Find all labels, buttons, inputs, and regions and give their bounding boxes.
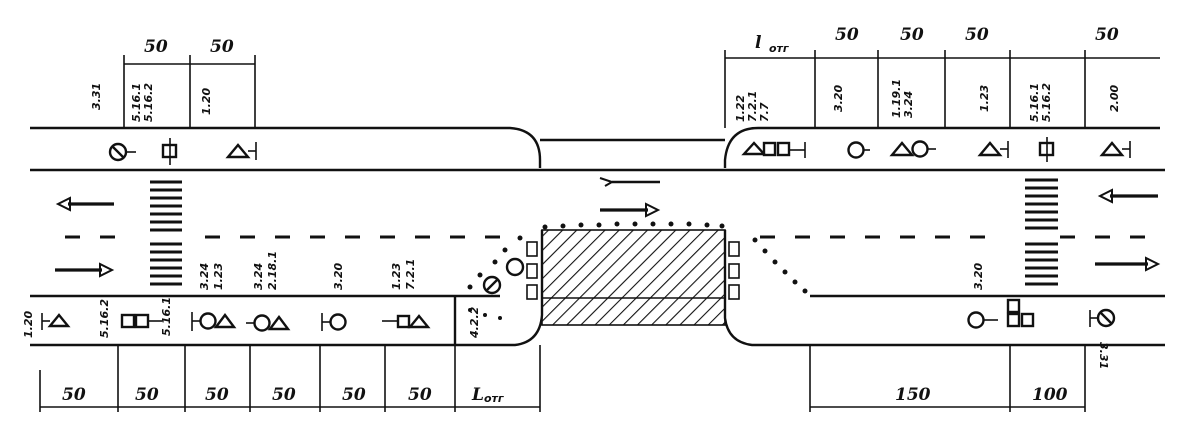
sign-code: 7.2.1 (746, 91, 759, 122)
dim-bottom-4: 50 (272, 385, 296, 405)
traffic-arrows (55, 177, 1161, 278)
bottom-signs (41, 241, 1116, 332)
crosswalk-sign-icon-4 (1006, 298, 1035, 328)
barrier-lights-icon (728, 241, 740, 300)
detour-sign-group-icon (482, 241, 538, 300)
sign-code: 4.2.2 (468, 306, 481, 339)
top-signs (108, 137, 1131, 165)
dim-bottom-L-sub: отг (484, 392, 505, 405)
zebra-crossing-right (1025, 178, 1058, 286)
zebra-crossing-left (150, 180, 182, 286)
dim-bottom-5: 50 (342, 385, 366, 405)
sign-code: 1.23 (212, 263, 225, 290)
crosswalk-sign-icon-2 (1038, 137, 1055, 162)
dim-bottom-6: 50 (408, 385, 432, 405)
speed-limit-sign-icon-2 (321, 313, 347, 331)
arrow-right-icon (55, 262, 115, 278)
dim-bottom-8: 100 (1032, 385, 1068, 405)
road-outline (30, 126, 1165, 347)
bottom-dimension-labels: 50 50 50 50 50 50 L отг 150 100 (62, 385, 1068, 405)
speed-limit-sign-icon (847, 141, 870, 159)
arrow-left-icon (55, 196, 114, 212)
sign-code: 7.2.1 (404, 259, 417, 290)
sign-code: 5.16.1 (160, 297, 173, 336)
sign-code: 3.31 (1097, 342, 1110, 369)
sign-code: 2.00 (1108, 85, 1121, 112)
fencing-dots (467, 221, 808, 320)
sign-code: 5.16.2 (98, 299, 111, 338)
plate-and-warning-sign-icon (382, 314, 431, 329)
warning-triangle-icon-4 (41, 313, 71, 330)
warning-sign-group-icon (741, 141, 806, 158)
bottom-sign-codes: 1.20 5.16.2 5.16.1 3.24 1.23 3.24 2.18.1… (22, 251, 1110, 369)
detour-arrow-icon (599, 177, 660, 187)
sign-code: 5.16.1 (130, 83, 143, 122)
dim-top-l-sub: отг (769, 42, 790, 55)
dim-bottom-2: 50 (135, 385, 159, 405)
warning-triangle-icon-2 (977, 141, 1009, 158)
sign-code: 3.24 (902, 91, 915, 118)
sign-code: 5.16.1 (1028, 83, 1041, 122)
sign-code: 5.16.2 (1040, 83, 1053, 122)
bottom-dimension-lines (39, 345, 1086, 412)
sign-code: 3.20 (332, 263, 345, 290)
dim-bottom-1: 50 (62, 385, 86, 405)
dim-top-1: 50 (144, 37, 168, 57)
sign-code: 3.20 (832, 85, 845, 112)
top-sign-codes: 3.31 5.16.1 5.16.2 1.20 1.22 7.2.1 7.7 3… (90, 79, 1121, 122)
sign-code: 1.20 (200, 88, 213, 115)
dim-bottom-3: 50 (205, 385, 229, 405)
sign-code: 7.7 (758, 102, 771, 122)
limit-and-warning-sign-icon-2 (246, 314, 291, 332)
sign-code: 3.20 (972, 263, 985, 290)
warning-triangle-icon (225, 142, 257, 160)
top-dimension-lines (123, 50, 1160, 128)
sign-code: 3.24 (252, 263, 265, 290)
sign-code: 1.23 (978, 85, 991, 112)
sign-code: 5.16.2 (142, 83, 155, 122)
warning-and-limit-sign-icon (889, 140, 936, 158)
dim-top-6: 50 (1095, 25, 1119, 45)
dim-top-3: 50 (835, 25, 859, 45)
work-zone (541, 229, 726, 326)
dim-bottom-7: 150 (895, 385, 931, 405)
crosswalk-sign-icon (161, 138, 178, 165)
no-entry-sign-icon (108, 142, 136, 162)
sign-code: 3.24 (198, 263, 211, 290)
dim-top-2: 50 (210, 37, 234, 57)
arrow-right-icon-2 (600, 202, 661, 218)
sign-code: 3.31 (90, 83, 103, 110)
arrow-right-icon-3 (1095, 256, 1161, 272)
arrow-left-icon-2 (1097, 188, 1158, 204)
dim-top-5: 50 (965, 25, 989, 45)
no-entry-sign-icon-2 (1089, 308, 1116, 328)
sign-code: 2.18.1 (266, 251, 279, 290)
crosswalk-sign-icon-3 (120, 313, 162, 329)
dim-top-l: l (755, 33, 762, 53)
dim-top-4: 50 (900, 25, 924, 45)
sign-code: 1.20 (22, 311, 35, 338)
limit-sign-icon (967, 311, 998, 329)
top-dimension-labels: 50 50 l отг 50 50 50 50 (144, 25, 1119, 57)
warning-triangle-icon-3 (1099, 141, 1131, 158)
sign-code: 1.22 (734, 95, 747, 122)
dim-bottom-L: L (471, 385, 484, 405)
sign-code: 1.19.1 (890, 79, 903, 118)
sign-code: 1.23 (390, 263, 403, 290)
limit-and-warning-sign-icon (191, 312, 237, 331)
